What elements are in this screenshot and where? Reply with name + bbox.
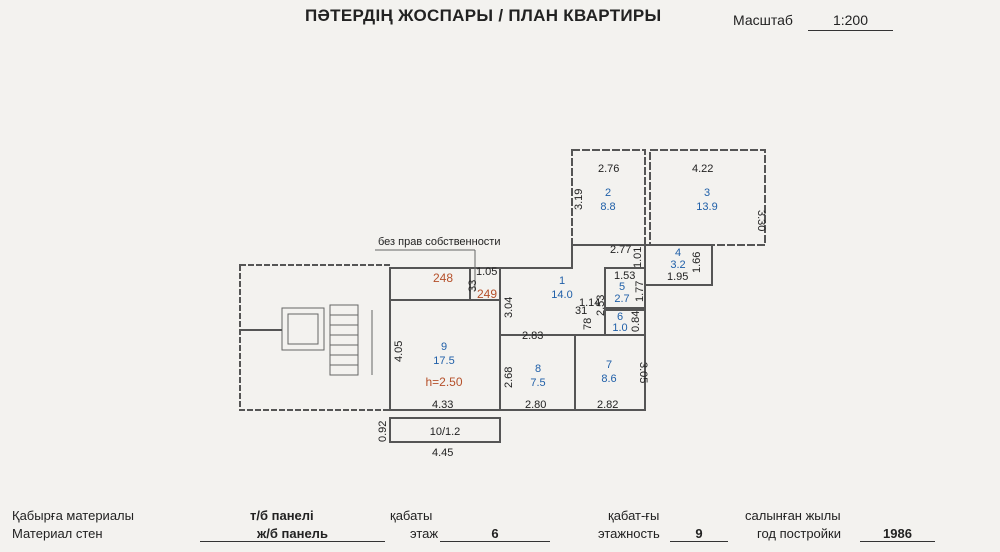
page-title: ПӘТЕРДІҢ ЖОСПАРЫ / ПЛАН КВАРТИРЫ: [305, 6, 662, 25]
room-8-number: 8: [535, 363, 541, 375]
svg-text:3.05: 3.05: [637, 362, 649, 383]
wall-material-value-ru: ж/б панель: [200, 526, 385, 542]
room-4-number: 4: [675, 247, 681, 259]
wall-material-label-kz: Қабырға материалы: [12, 508, 134, 523]
unit-249: 249: [477, 287, 497, 301]
svg-text:0.84: 0.84: [630, 311, 642, 332]
svg-text:0.92: 0.92: [377, 421, 389, 442]
room-6-area: 1.0: [612, 322, 627, 334]
year-value: 1986: [860, 526, 935, 542]
svg-text:1.77: 1.77: [634, 281, 646, 302]
svg-text:4.33: 4.33: [432, 399, 453, 411]
room-9-number: 9: [441, 341, 447, 353]
floor-label-ru: этаж: [410, 526, 439, 541]
svg-text:3.04: 3.04: [503, 297, 515, 318]
svg-text:2.76: 2.76: [598, 163, 619, 175]
wall-material-value-kz: т/б панелі: [250, 508, 314, 523]
stairs: [329, 304, 373, 376]
room-1-number: 1: [559, 275, 565, 287]
svg-text:78: 78: [582, 318, 594, 330]
dimensions: 2.76 3.19 4.22 3.30 2.77 1.01 1.95 1.66 …: [377, 163, 767, 459]
svg-text:2.53: 2.53: [595, 295, 607, 316]
ceiling-height: h=2.50: [425, 375, 462, 389]
room-6-number: 6: [617, 311, 623, 323]
room-2-number: 2: [605, 187, 611, 199]
room-8-area: 7.5: [530, 377, 545, 389]
svg-text:3.19: 3.19: [573, 189, 585, 210]
floors-label-kz: қабат-ғы: [608, 508, 660, 523]
unit-248: 248: [433, 271, 453, 285]
year-label-ru: год постройки: [757, 526, 841, 541]
svg-text:1.05: 1.05: [476, 266, 497, 278]
year-label-kz: салынған жылы: [745, 508, 841, 523]
svg-text:1.01: 1.01: [632, 247, 644, 268]
room-7-area: 8.6: [601, 373, 616, 385]
svg-text:4.22: 4.22: [692, 163, 713, 175]
svg-text:1.66: 1.66: [691, 252, 703, 273]
svg-text:1.53: 1.53: [614, 270, 635, 282]
svg-text:2.82: 2.82: [597, 399, 618, 411]
svg-text:31: 31: [575, 305, 587, 317]
scale-value: 1:200: [808, 12, 893, 31]
balcony-label: 10/1.2: [430, 426, 461, 438]
floors-value: 9: [670, 526, 728, 542]
room-7-number: 7: [606, 359, 612, 371]
walls: [239, 149, 766, 443]
floors-label-ru: этажность: [598, 526, 660, 541]
ownership-note: без прав собственности: [378, 236, 501, 248]
svg-text:2.77: 2.77: [610, 244, 631, 256]
svg-text:2.80: 2.80: [525, 399, 546, 411]
room-3-number: 3: [704, 187, 710, 199]
wall-material-label-ru: Материал стен: [12, 526, 103, 541]
scale-label: Масштаб: [733, 12, 793, 28]
room-2-area: 8.8: [600, 201, 615, 213]
svg-text:3.30: 3.30: [755, 210, 767, 231]
svg-text:1.14: 1.14: [579, 297, 600, 309]
svg-text:4.45: 4.45: [432, 447, 453, 459]
floor-value: 6: [440, 526, 550, 542]
floor-label-kz: қабаты: [390, 508, 433, 523]
room-1-area: 14.0: [551, 289, 572, 301]
room-5-number: 5: [619, 281, 625, 293]
room-4-area: 3.2: [670, 259, 685, 271]
svg-text:2.83: 2.83: [522, 330, 543, 342]
room-3-area: 13.9: [696, 201, 717, 213]
svg-text:33: 33: [467, 280, 479, 292]
svg-text:2.68: 2.68: [503, 367, 515, 388]
room-9-area: 17.5: [433, 355, 454, 367]
svg-text:1.95: 1.95: [667, 271, 688, 283]
svg-text:4.05: 4.05: [393, 341, 405, 362]
room-5-area: 2.7: [614, 293, 629, 305]
